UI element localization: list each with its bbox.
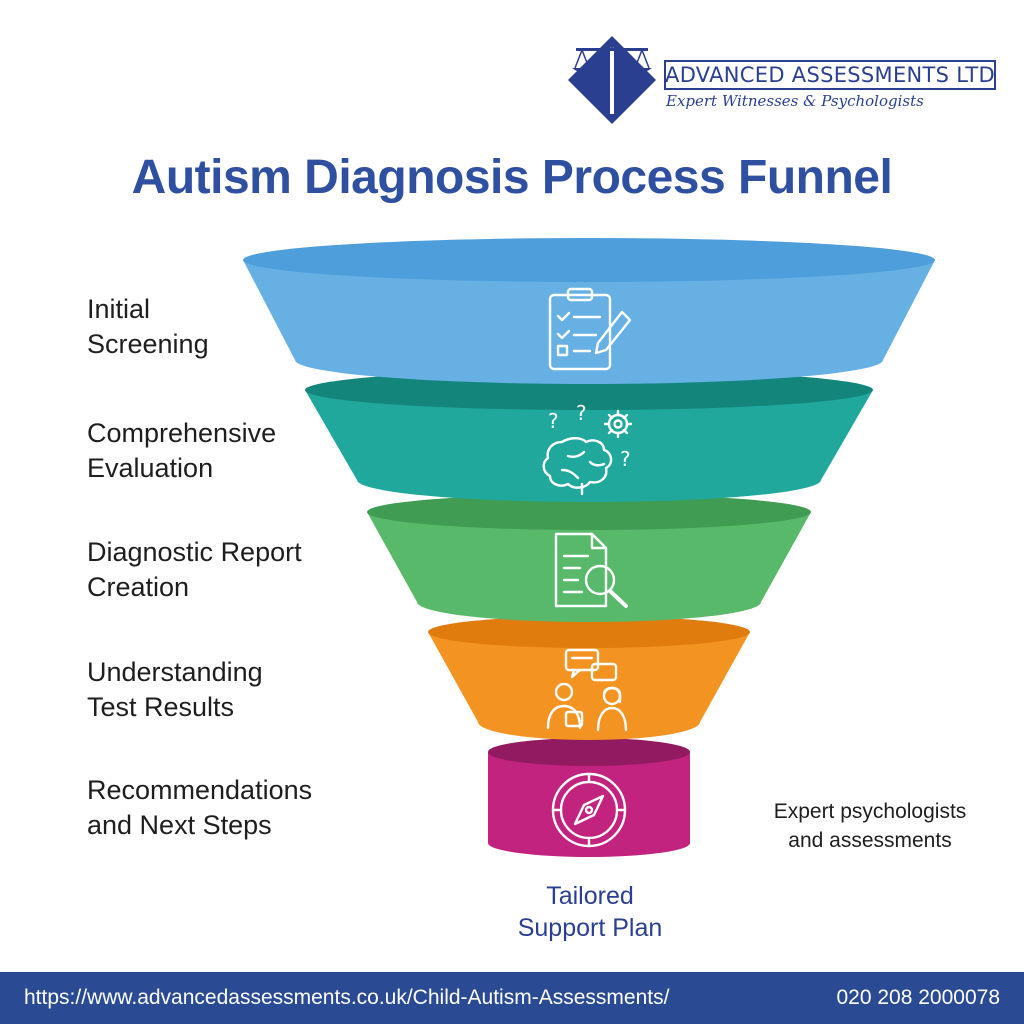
footer-url-link[interactable]: https://www.advancedassessments.co.uk/Ch… [24, 986, 670, 1009]
side-note: Expert psychologists and assessments [773, 800, 967, 852]
footer-phone[interactable]: 020 208 2000078 [836, 986, 1001, 1009]
svg-text:?: ? [620, 447, 631, 471]
svg-text:?: ? [576, 401, 587, 425]
stage-label-recommendations: Recommendations and Next Steps [87, 775, 313, 840]
funnel-stage-4 [428, 616, 750, 740]
footer-bar: https://www.advancedassessments.co.uk/Ch… [0, 972, 1024, 1024]
scales-of-justice-icon [568, 36, 656, 124]
brand-tagline: Expert Witnesses & Psychologists [666, 92, 924, 110]
funnel-stage-3 [367, 494, 811, 622]
document-magnifier-icon [554, 532, 628, 608]
page-title: Autism Diagnosis Process Funnel [131, 151, 893, 204]
stage-label-understanding-results: Understanding Test Results [87, 657, 263, 722]
stage-label-diagnostic-report: Diagnostic Report Creation [87, 537, 302, 602]
consultation-chat-icon [546, 648, 628, 732]
svg-text:?: ? [548, 409, 559, 433]
brain-question-gear-icon: ? ? ? [542, 401, 633, 496]
outcome-label: Tailored Support Plan [517, 882, 663, 942]
brand-name: ADVANCED ASSESSMENTS LTD [665, 63, 995, 87]
clipboard-checklist-icon [548, 287, 632, 371]
stage-label-initial-screening: Initial Screening [87, 294, 209, 359]
funnel-stage-1 [243, 238, 935, 384]
brand-logo: ADVANCED ASSESSMENTS LTD Expert Witnesse… [562, 30, 1002, 130]
funnel-stage-5 [488, 738, 690, 857]
compass-icon [551, 772, 627, 848]
brand-name-box: ADVANCED ASSESSMENTS LTD [664, 60, 996, 90]
stage-label-comprehensive-evaluation: Comprehensive Evaluation [87, 418, 277, 483]
